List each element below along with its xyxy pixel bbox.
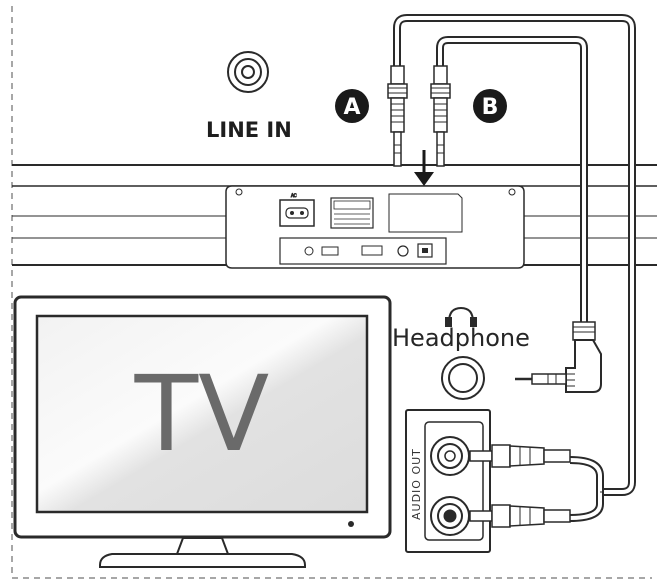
marker-b-label: B: [482, 95, 499, 120]
cable-b: [436, 36, 588, 326]
headphone-jack: [441, 356, 485, 400]
headphone-label: Headphone: [392, 324, 530, 352]
audio-out-panel: [405, 409, 491, 553]
svg-text:AC: AC: [291, 193, 297, 198]
tv-label: TV: [134, 353, 270, 475]
line-in-jack-icon: [227, 51, 269, 93]
plug-icon: [469, 444, 571, 468]
marker-a-label: A: [343, 95, 360, 120]
line-in-label: LINE IN: [206, 118, 292, 142]
rca-jack-icon: [430, 496, 470, 536]
rear-panel: AC: [225, 185, 525, 269]
audio-out-label: AUDIO OUT: [410, 448, 423, 520]
l-plug-icon: [515, 321, 602, 393]
arrow-down-icon: [414, 150, 434, 186]
dashed-frame: [11, 6, 652, 579]
headphone-icon: [445, 306, 477, 327]
marker-a: A: [335, 89, 369, 123]
marker-b: B: [473, 89, 507, 123]
tv: [13, 295, 392, 568]
rca-cable: [569, 456, 604, 522]
rca-jack-icon: [430, 436, 470, 476]
plug-icon: [469, 504, 571, 528]
cable-a: [393, 14, 636, 496]
plug-icon: [387, 65, 408, 167]
plug-icon: [430, 65, 451, 167]
